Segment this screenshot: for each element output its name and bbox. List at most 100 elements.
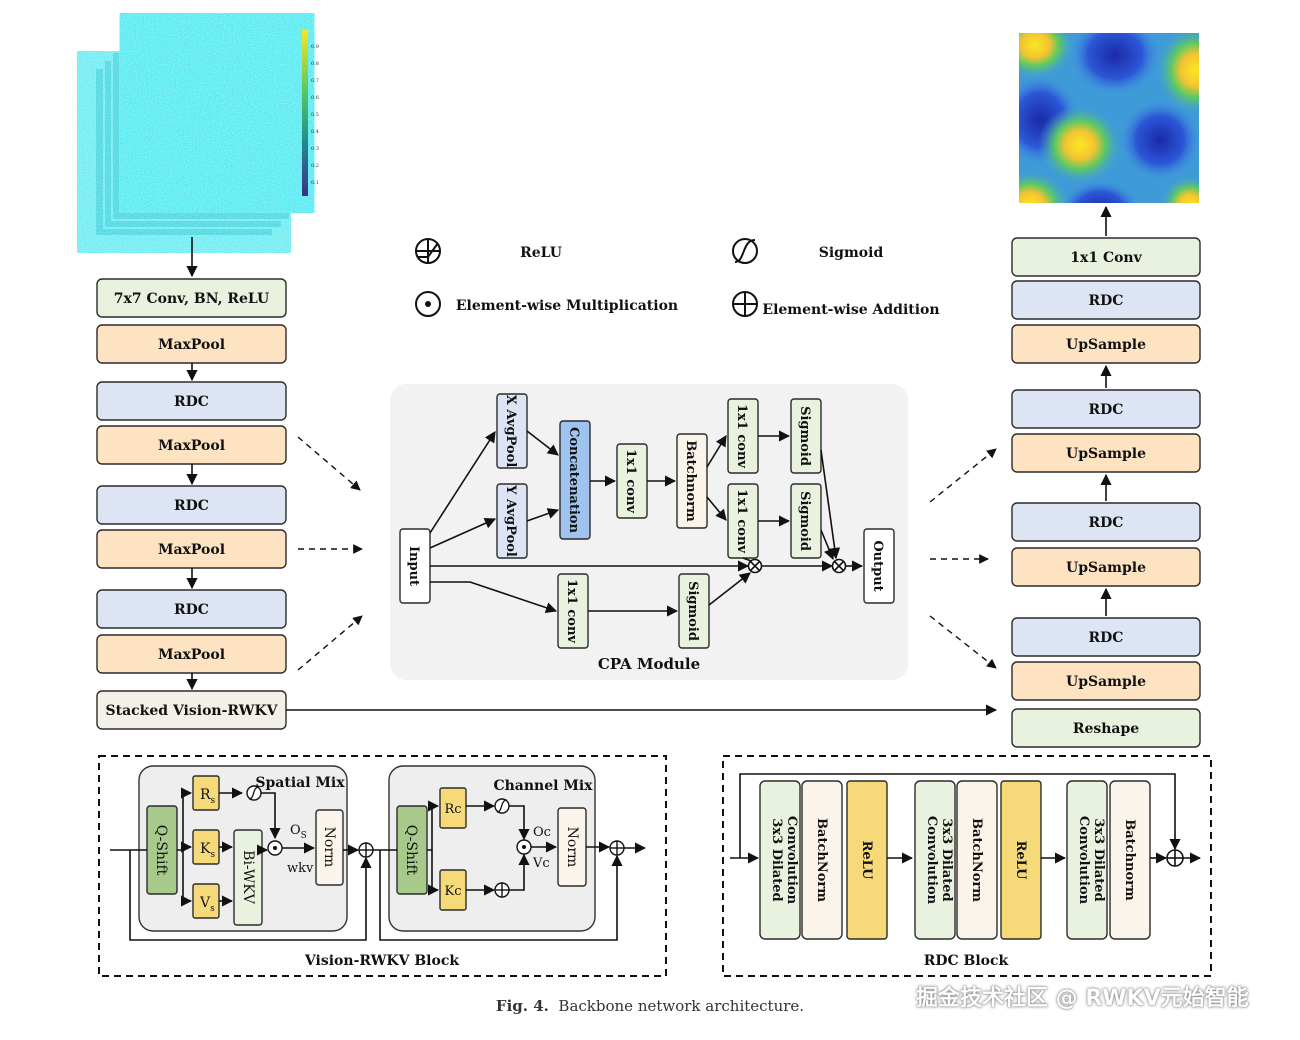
watermark: 掘金技术社区 @ RWKV元始智能: [916, 986, 1249, 1011]
colorbar-tick: 0.8: [311, 61, 319, 67]
upsample-label: UpSample: [1066, 674, 1146, 690]
bi-wkv-block: [233, 829, 263, 926]
rdc-block: [96, 485, 287, 525]
rdc-label: RDC: [174, 394, 209, 410]
relu-1-label: ReLU: [859, 841, 874, 881]
figure-caption: Fig. 4. Backbone network architecture.: [0, 997, 1300, 1015]
cpa-batchnorm-label: Batchnorm: [683, 440, 698, 522]
cpa-output-label: Output: [870, 540, 885, 591]
maxpool-label: MaxPool: [158, 438, 225, 454]
batchnorm-3: [1109, 780, 1151, 940]
cpa-conv1-label: 1x1 conv: [623, 449, 638, 513]
multiply-icon: [747, 558, 763, 574]
cpa-sigmoid-lower-label: Sigmoid: [797, 491, 812, 551]
rdc-label: RDC: [1089, 630, 1124, 646]
legend-relu: ReLU: [520, 245, 562, 261]
conv1-label: 1x1 Conv: [1070, 250, 1142, 266]
concatenation: [559, 420, 591, 540]
encoder-column: 7x7 Conv, BN, ReLU MaxPool RDC MaxPool R…: [96, 278, 287, 730]
addition-icon: [609, 840, 625, 856]
oc-label: Oc: [533, 825, 551, 840]
cpa-sigmoid-upper-label: Sigmoid: [797, 406, 812, 466]
y-avgpool-label: Y AvgPool: [503, 484, 518, 557]
bi-wkv-label: Bi-WKV: [240, 850, 256, 905]
output-heatmap: [1019, 33, 1199, 203]
rdc-block: [1011, 389, 1201, 429]
upsample-block: [1011, 547, 1201, 587]
cpa-conv1-lower-label: 1x1 conv: [734, 489, 749, 553]
channel-mix-label: Channel Mix: [493, 778, 593, 794]
rdc-label: RDC: [174, 498, 209, 514]
cpa-sigmoid-upper: [790, 398, 822, 474]
dilated-conv-2: [914, 780, 956, 940]
colorbar-tick: 0.6: [311, 95, 319, 101]
upsample-block: [1011, 661, 1201, 701]
colorbar-tick: 0.7: [311, 78, 319, 84]
vs-label: Vs: [199, 895, 215, 914]
addition-icon: [732, 291, 758, 317]
rdc-label: RDC: [1089, 402, 1124, 418]
rdc-block: [96, 589, 287, 629]
rdc-label: RDC: [1089, 515, 1124, 531]
rdc-block: [96, 381, 287, 421]
x-avgpool-label: X AvgPool: [503, 395, 518, 468]
spatial-mix-label: Spatial Mix: [255, 775, 345, 791]
upsample-block: [1011, 324, 1201, 364]
norm-spatial-label: Norm: [321, 827, 337, 868]
conv7-label: 7x7 Conv, BN, ReLU: [114, 291, 269, 307]
sigmoid-icon: [494, 798, 510, 814]
multiplication-icon: [267, 840, 283, 856]
batchnorm-1-label: BatchNorm: [814, 818, 829, 902]
legend-add: Element-wise Addition: [762, 302, 939, 318]
colorbar-tick: 0.2: [311, 163, 319, 169]
cpa-conv1-upper-label: 1x1 conv: [734, 404, 749, 468]
cpa-input-label: Input: [406, 546, 421, 586]
cpa-module: CPA Module Input X AvgPool Y AvgPool Con…: [390, 384, 908, 680]
conv7-block: [96, 278, 287, 318]
upsample-block: [1011, 433, 1201, 473]
caption-text: Backbone network architecture.: [558, 997, 805, 1015]
maxpool-label: MaxPool: [158, 337, 225, 353]
batchnorm-1: [801, 780, 843, 940]
os-label: OS: [290, 823, 307, 841]
reshape-label: Reshape: [1073, 721, 1139, 737]
batchnorm-2-label: BatchNorm: [969, 818, 984, 902]
cpa-output: [863, 528, 895, 604]
norm-channel-label: Norm: [564, 827, 580, 868]
cpa-sigmoid-lower: [790, 483, 822, 559]
rdc-block: [1011, 502, 1201, 542]
sigmoid-icon: [246, 785, 262, 801]
addition-icon: [1166, 849, 1184, 867]
batchnorm-2: [956, 780, 998, 940]
rwkv-title: Vision-RWKV Block: [304, 953, 459, 969]
dilated-conv-1: [759, 780, 801, 940]
colorbar-tick: 0.4: [311, 129, 319, 135]
cpa-sigmoid-bottom-label: Sigmoid: [685, 581, 700, 641]
cpa-batchnorm: [676, 433, 708, 529]
decoder-column: 1x1 Conv RDC UpSample RDC UpSample RDC U…: [1011, 237, 1201, 748]
sigmoid-icon: [732, 238, 758, 264]
maxpool-label: MaxPool: [158, 542, 225, 558]
q-shift-channel-label: Q-Shift: [403, 825, 419, 876]
colorbar: [302, 30, 308, 196]
relu-icon: [415, 238, 441, 264]
rdc-block-title: RDC Block: [924, 953, 1009, 969]
dilated-conv-3-label-b: Convolution: [1076, 816, 1091, 905]
rdc-block: [1011, 280, 1201, 320]
relu-1: [846, 780, 888, 940]
colorbar-tick: 0.5: [311, 112, 319, 118]
dilated-conv-2-label-b: Convolution: [924, 816, 939, 905]
rs-label: Rs: [200, 787, 216, 806]
dilated-conv-1-label-b: Convolution: [784, 816, 799, 905]
q-shift-spatial-label: Q-Shift: [153, 825, 169, 876]
colorbar-tick: 0.3: [311, 146, 319, 152]
legend: ReLU Element-wise Multiplication Sigmoid…: [415, 238, 940, 318]
rdc-label: RDC: [174, 602, 209, 618]
addition-icon: [494, 882, 510, 898]
batchnorm-3-label: Batchnorm: [1122, 819, 1137, 901]
rdc-block-diagram: RDC Block 3x3 Dilated Convolution BatchN…: [722, 755, 1212, 977]
addition-icon: [358, 842, 374, 858]
rdc-label: RDC: [1089, 293, 1124, 309]
norm-spatial: [315, 809, 344, 886]
